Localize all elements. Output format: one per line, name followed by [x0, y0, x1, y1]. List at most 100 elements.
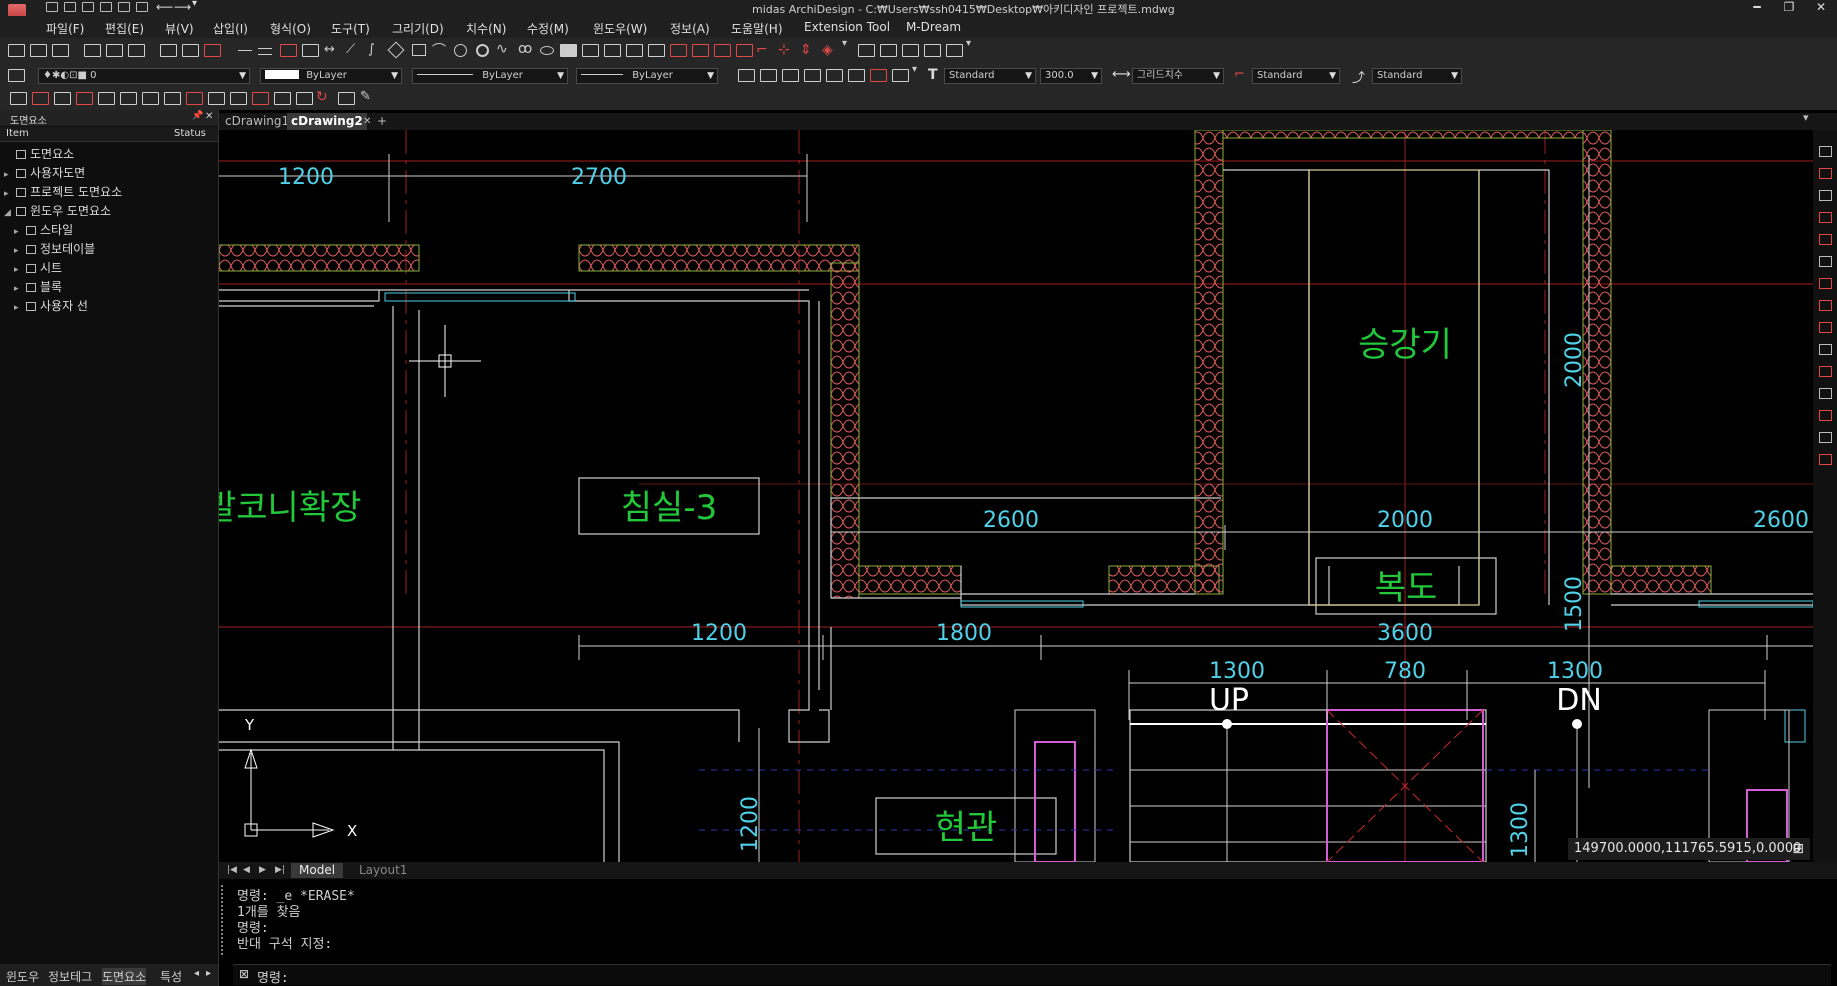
xref-edit-icon[interactable]: [946, 44, 963, 57]
fillet-icon[interactable]: ↻: [316, 89, 328, 105]
menu-draw[interactable]: 그리기(D): [392, 22, 444, 36]
snap-settings-icon[interactable]: [1819, 454, 1832, 465]
tree-expander[interactable]: ▸: [4, 170, 9, 180]
layer-dropdown[interactable]: ♦✱◐⊡■ 0 ▼: [38, 68, 250, 84]
bottom-tab-drawing-elements[interactable]: 도면요소: [102, 968, 147, 985]
undo-icon[interactable]: ⟵: [156, 0, 174, 14]
panel-close-icon[interactable]: ✕: [205, 111, 214, 122]
tab-scroll-left-icon[interactable]: ◂: [194, 968, 200, 979]
bottom-tab-properties[interactable]: 특성: [160, 970, 183, 984]
menu-format[interactable]: 형식(O): [270, 22, 311, 36]
next-layout-icon[interactable]: ▶: [259, 865, 266, 875]
first-layout-icon[interactable]: |◀: [227, 865, 237, 875]
tree-expander[interactable]: ▸: [4, 189, 9, 199]
bottom-tab-info-tag[interactable]: 정보테그: [48, 970, 93, 984]
snap-nearest-icon[interactable]: [1819, 366, 1832, 377]
snap-none-icon[interactable]: [1819, 432, 1832, 443]
snap-insertion-icon[interactable]: [1819, 300, 1832, 311]
tab-list-icon[interactable]: ▾: [1803, 111, 1809, 124]
revcloud-icon[interactable]: ∿: [496, 41, 508, 57]
snap-extension-icon[interactable]: [1819, 278, 1832, 289]
snap-endpoint-icon[interactable]: [1819, 146, 1832, 157]
tab-layout1[interactable]: Layout1: [359, 863, 408, 877]
menu-tools[interactable]: 도구(T): [331, 22, 370, 36]
snap-center-icon[interactable]: [1819, 190, 1832, 201]
menu-help[interactable]: 도움말(H): [731, 22, 783, 36]
cloud-shape-icon[interactable]: [626, 44, 643, 57]
tree-item-project-elements[interactable]: ▸프로젝트 도면요소: [4, 183, 122, 200]
tree-item-style[interactable]: ▸스타일: [14, 221, 73, 238]
wall-multi-icon[interactable]: [30, 44, 47, 57]
snap-parallel-icon[interactable]: [1819, 410, 1832, 421]
block-edit-icon[interactable]: [692, 44, 709, 57]
tab-cdrawing2[interactable]: cDrawing2: [287, 113, 367, 130]
tab-model[interactable]: Model: [291, 863, 344, 878]
circle-icon[interactable]: [454, 44, 467, 57]
stair-tool-icon[interactable]: [128, 44, 145, 57]
menu-window[interactable]: 윈도우(W): [593, 22, 648, 36]
trim-icon[interactable]: [208, 92, 225, 105]
snap-node-icon[interactable]: [1819, 212, 1832, 223]
beam-tool-icon[interactable]: [106, 44, 123, 57]
tree-expander[interactable]: ▸: [14, 227, 19, 237]
save-file-icon[interactable]: [82, 2, 94, 12]
copy-icon[interactable]: [32, 92, 49, 105]
image-insert-icon[interactable]: [736, 44, 753, 57]
tab-cdrawing1[interactable]: cDrawing1: [225, 114, 290, 128]
move-icon[interactable]: [120, 92, 137, 105]
menu-file[interactable]: 파일(F): [46, 22, 85, 36]
text-style-icon[interactable]: T: [928, 67, 938, 83]
tree-expander[interactable]: ▸: [14, 265, 19, 275]
tab-add-icon[interactable]: +: [377, 114, 388, 128]
donut-icon[interactable]: [476, 44, 489, 57]
layer-walk-icon[interactable]: [870, 69, 887, 82]
snap-tangent-icon[interactable]: [1819, 344, 1832, 355]
line-icon[interactable]: [238, 50, 252, 51]
snap-perpendicular-icon[interactable]: [1819, 322, 1832, 333]
menu-m-dream[interactable]: M-Dream: [906, 20, 962, 34]
pin-icon[interactable]: 📌: [192, 111, 204, 121]
wall-tool-icon[interactable]: [8, 44, 25, 57]
restore-button[interactable]: ❐: [1783, 0, 1795, 14]
xref-manager-icon[interactable]: [880, 44, 897, 57]
layer-off-icon[interactable]: [804, 69, 821, 82]
layer-manager-icon[interactable]: [8, 69, 25, 82]
command-grip-icon[interactable]: [221, 885, 231, 955]
menu-insert[interactable]: 삽입(I): [213, 22, 248, 36]
print-preview-icon[interactable]: [136, 2, 148, 12]
opening-tool-icon[interactable]: [204, 44, 221, 57]
toolbar-more-icon-3[interactable]: ▾: [912, 64, 918, 75]
tree-item-user-line[interactable]: ▸사용자 선: [14, 297, 88, 314]
layer-lock-icon[interactable]: [848, 69, 865, 82]
xline-icon[interactable]: ↔: [324, 42, 335, 57]
stretch-icon[interactable]: [186, 92, 203, 105]
table-icon[interactable]: [582, 44, 599, 57]
region-icon[interactable]: [560, 44, 577, 57]
array-icon[interactable]: [98, 92, 115, 105]
door-tool-icon[interactable]: [160, 44, 177, 57]
minimize-button[interactable]: ━: [1753, 0, 1761, 14]
menu-modify[interactable]: 수정(M): [527, 22, 569, 36]
prev-layout-icon[interactable]: ◀: [243, 865, 250, 875]
spline-icon[interactable]: ∫: [368, 42, 375, 57]
last-layout-icon[interactable]: ▶|: [275, 865, 285, 875]
print-icon[interactable]: [118, 2, 130, 12]
tree-item-root[interactable]: 도면요소: [4, 145, 74, 162]
attribute-icon[interactable]: [714, 44, 731, 57]
double-line-icon[interactable]: [258, 48, 272, 55]
tree-expander[interactable]: ◢: [4, 208, 11, 218]
edit-pline-icon[interactable]: ✎: [360, 89, 371, 104]
rectangle-icon[interactable]: [412, 44, 426, 56]
snap-intersection-icon[interactable]: [1819, 256, 1832, 267]
floor-plan-drawing[interactable]: 1200 2700 2000 2600 2000 2600 1500 1200 …: [219, 130, 1813, 862]
command-input[interactable]: ⊠ 명령:: [233, 964, 1831, 986]
tree-expander[interactable]: ▸: [14, 284, 19, 294]
lineweight-dropdown[interactable]: ByLayer ▼: [576, 68, 718, 84]
gradient-icon[interactable]: ◈: [822, 42, 833, 58]
toolbar-more-icon-2[interactable]: ▾: [966, 38, 972, 49]
grid-toggle-icon[interactable]: ⊞: [1792, 841, 1804, 857]
tab-close-icon[interactable]: ✕: [363, 116, 372, 127]
block-create-icon[interactable]: [670, 44, 687, 57]
color-dropdown[interactable]: ByLayer ▼: [260, 68, 402, 84]
close-button[interactable]: ✕: [1815, 0, 1827, 14]
